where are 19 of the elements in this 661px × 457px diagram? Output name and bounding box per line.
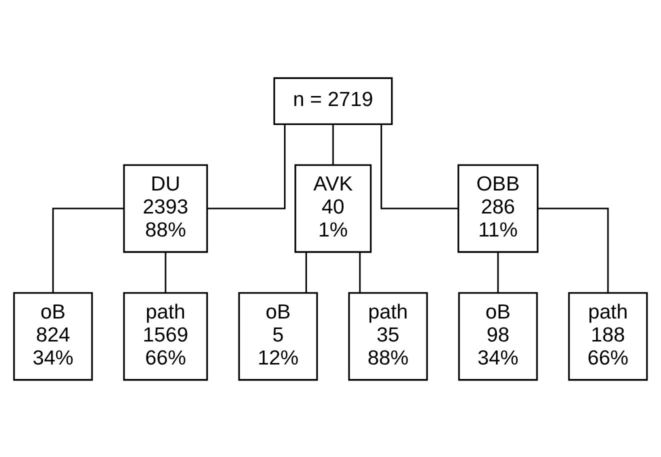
node-box: oB 5 12%	[238, 292, 318, 380]
node-box: DU 2393 88%	[123, 164, 208, 252]
connector	[52, 207, 124, 292]
node-box: OBB 286 11%	[458, 164, 538, 252]
connector	[164, 252, 166, 292]
node-box: path 1569 66%	[123, 292, 208, 380]
node-box: oB 98 34%	[458, 292, 538, 380]
node-box: oB 824 34%	[13, 292, 93, 380]
connector	[538, 207, 609, 292]
node-box: path 35 88%	[348, 292, 428, 380]
connector	[359, 252, 361, 292]
connector	[207, 124, 286, 209]
node-box: AVK 40 1%	[294, 164, 372, 252]
connector	[305, 252, 307, 292]
connector	[497, 252, 499, 292]
connector	[380, 124, 458, 209]
connector	[332, 124, 334, 164]
node-box: n = 2719	[273, 76, 393, 124]
node-box: path 188 66%	[568, 292, 648, 380]
